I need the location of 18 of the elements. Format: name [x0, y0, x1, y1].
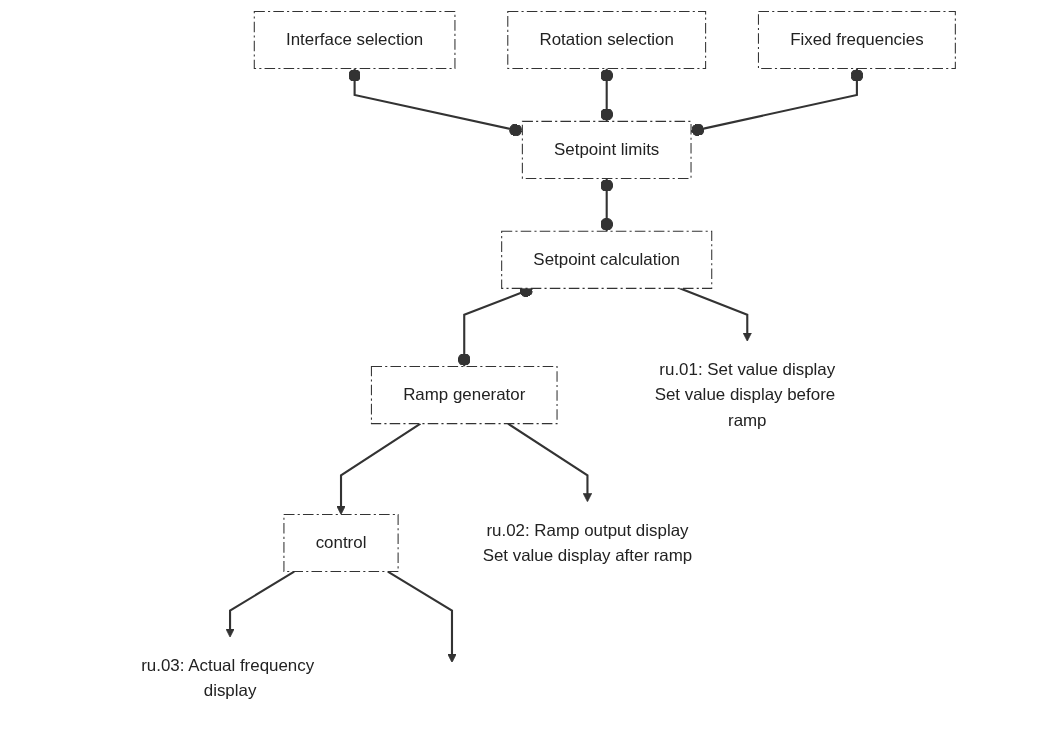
node-box: Rotation selection [507, 10, 707, 70]
connector [348, 68, 523, 137]
node-box: Setpoint calculation [501, 230, 713, 289]
node-box: Interface selection [253, 10, 456, 70]
arrow [679, 287, 752, 342]
node-box: Ramp generator [370, 366, 558, 425]
node-text: ru.01: Set value display Set value display before ramp [654, 360, 836, 429]
node-text: ru.03: Actual frequency display [141, 656, 315, 700]
arrow [387, 570, 457, 663]
node-text: ru.02: Ramp output display Set value display after ramp [482, 520, 693, 565]
arrow [225, 570, 295, 638]
arrow [336, 422, 422, 515]
node-box: Fixed frequencies [757, 10, 956, 70]
arrow [507, 422, 593, 503]
connector [600, 178, 614, 232]
connector [600, 68, 614, 122]
node-box: Setpoint limits [521, 120, 692, 179]
node-box: control [283, 514, 399, 573]
